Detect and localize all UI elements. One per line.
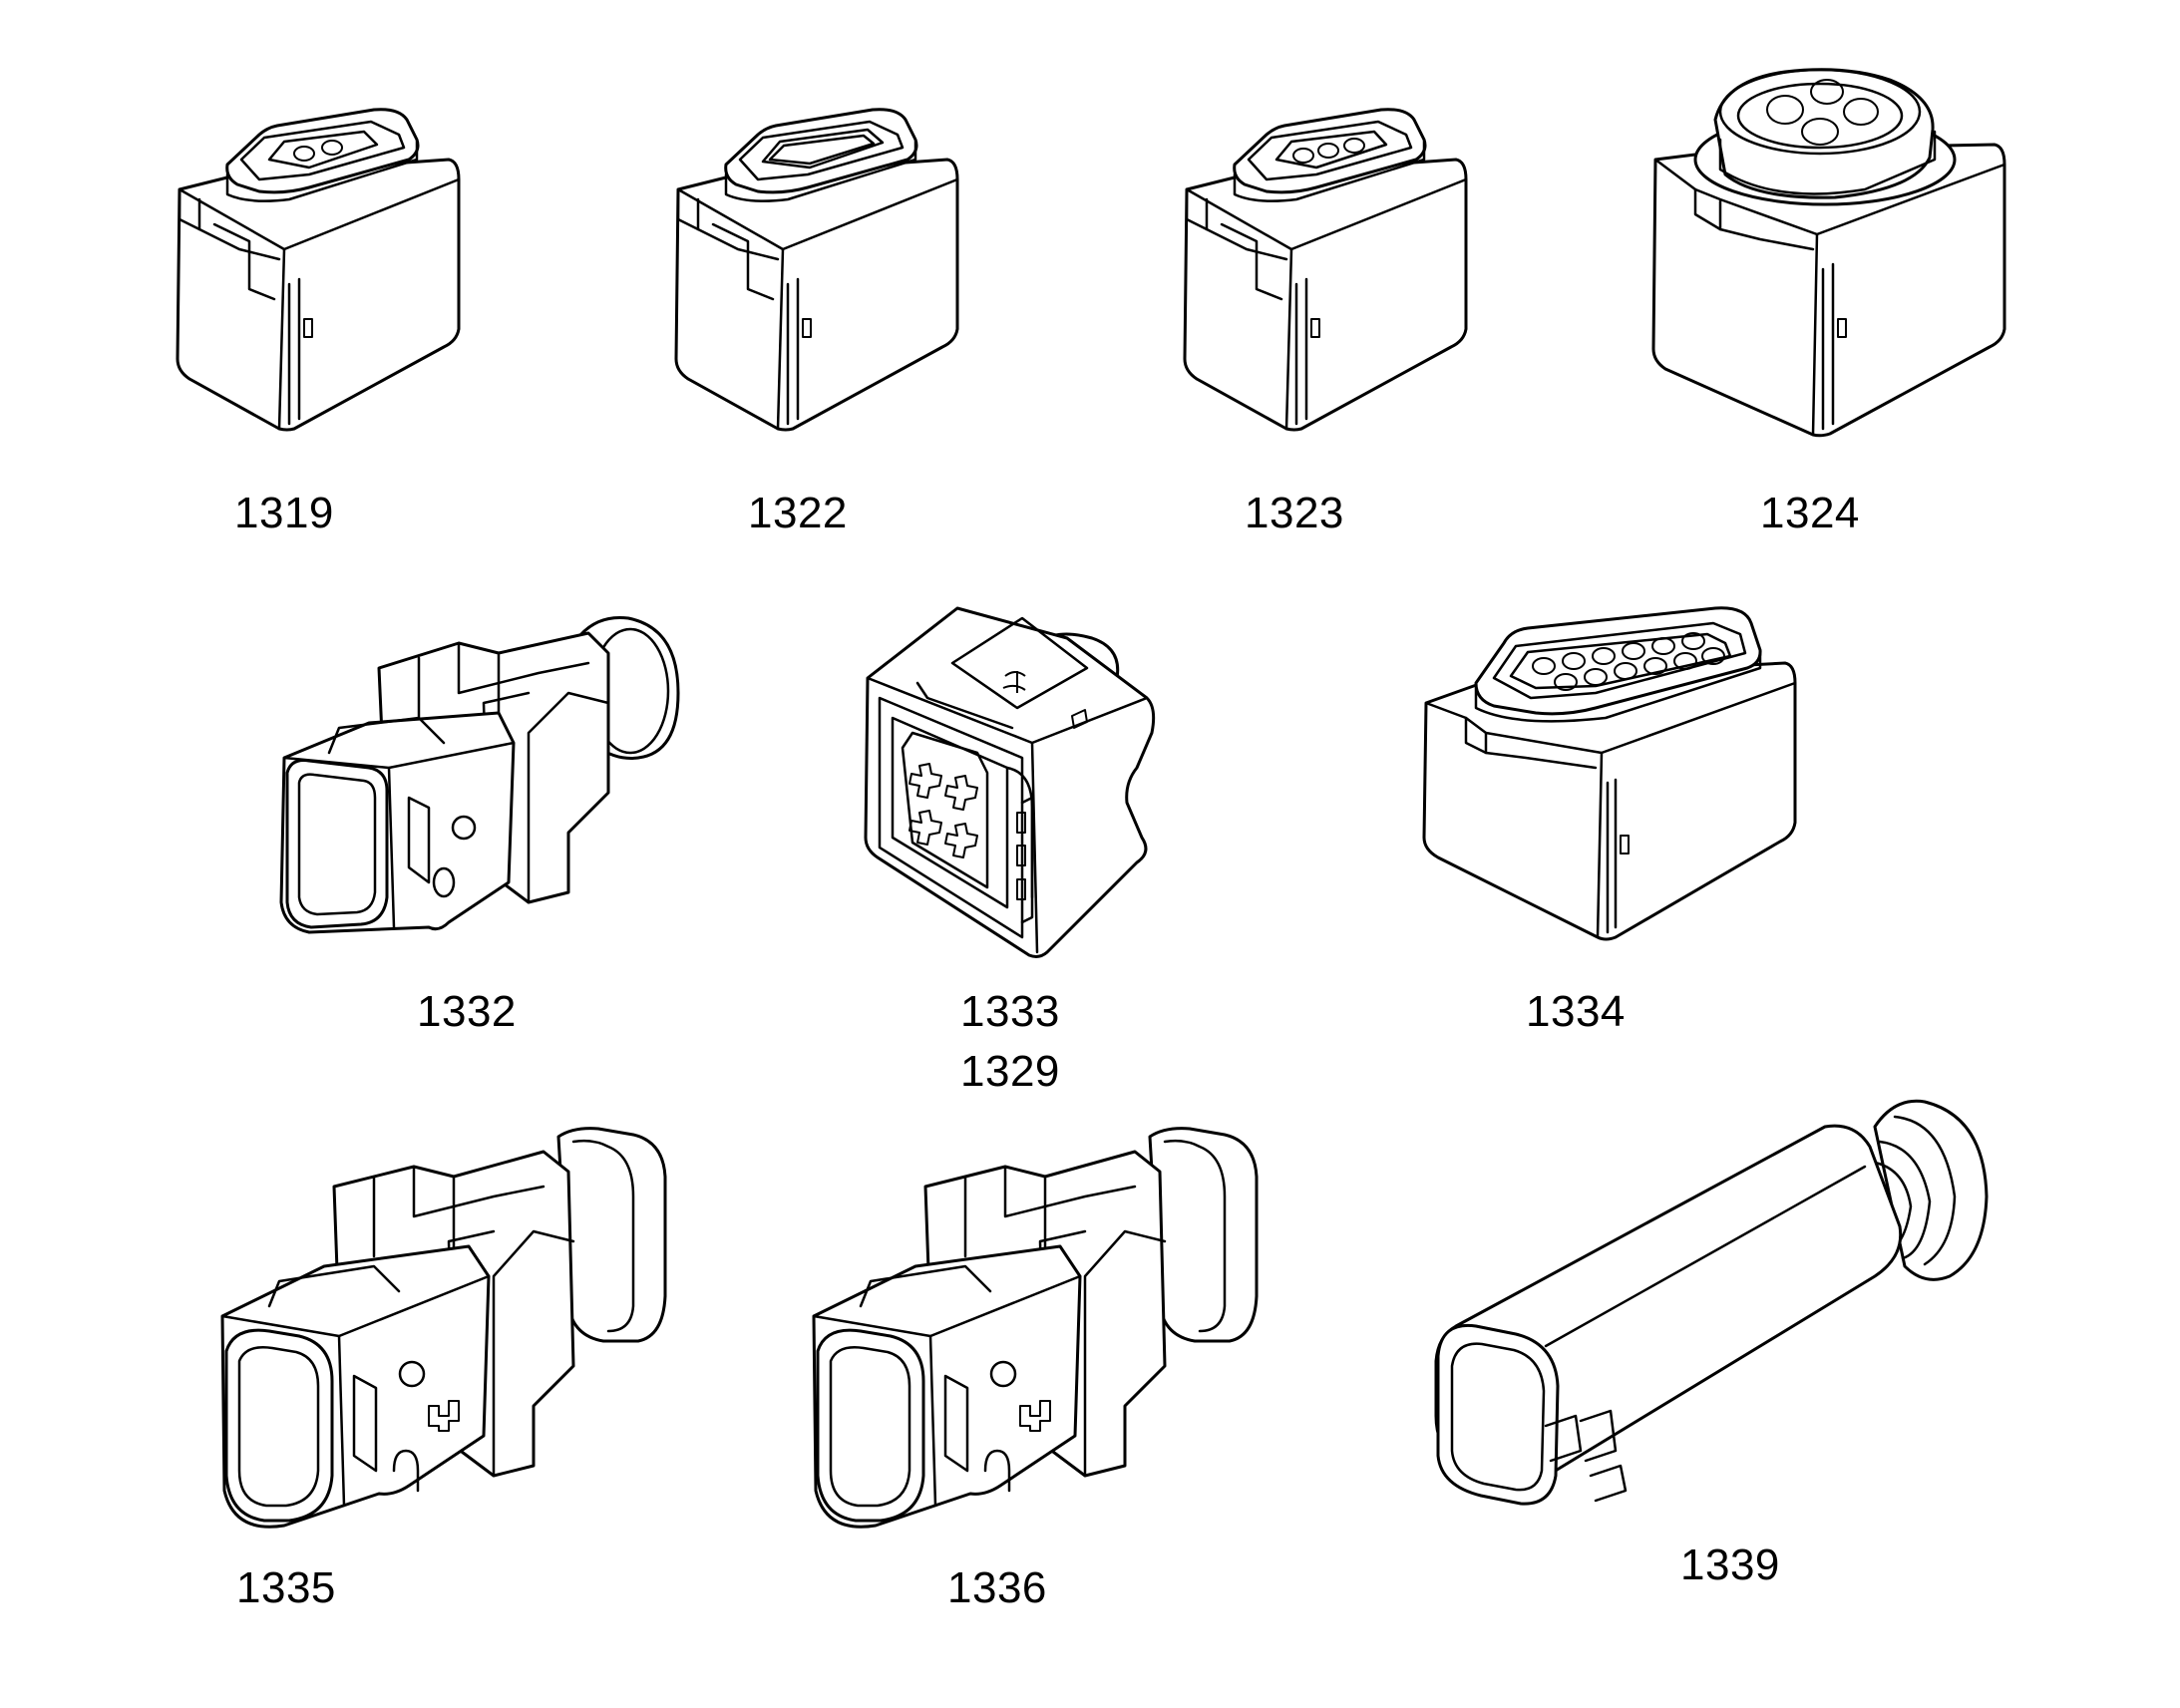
connector-slot-box-icon: [658, 80, 977, 439]
part-label: 1322: [748, 489, 848, 537]
connector-4pin-round-box-icon: [1635, 50, 2014, 449]
part-label: 1324: [1760, 489, 1860, 537]
part-label: 1336: [947, 1563, 1047, 1612]
connector-oval-plug-icon: [214, 1117, 673, 1536]
connector-cylindrical-plug-icon: [1426, 1087, 2014, 1545]
part-label: 1333: [960, 987, 1060, 1036]
connector-2pin-box-icon: [160, 80, 479, 439]
connector-inline-plug-icon: [269, 593, 698, 962]
part-label: 1335: [236, 1563, 336, 1612]
connector-4cavity-housing-icon: [858, 598, 1217, 967]
connector-oval-plug-icon: [806, 1117, 1265, 1536]
part-label: 1329: [960, 1047, 1060, 1096]
part-label: 1319: [234, 489, 334, 537]
part-label: 1332: [417, 987, 517, 1036]
part-label: 1323: [1245, 489, 1344, 537]
connector-12pin-box-icon: [1416, 568, 1815, 947]
connector-3pin-box-icon: [1167, 80, 1486, 439]
part-label: 1334: [1526, 987, 1626, 1036]
part-label: 1339: [1680, 1540, 1780, 1589]
